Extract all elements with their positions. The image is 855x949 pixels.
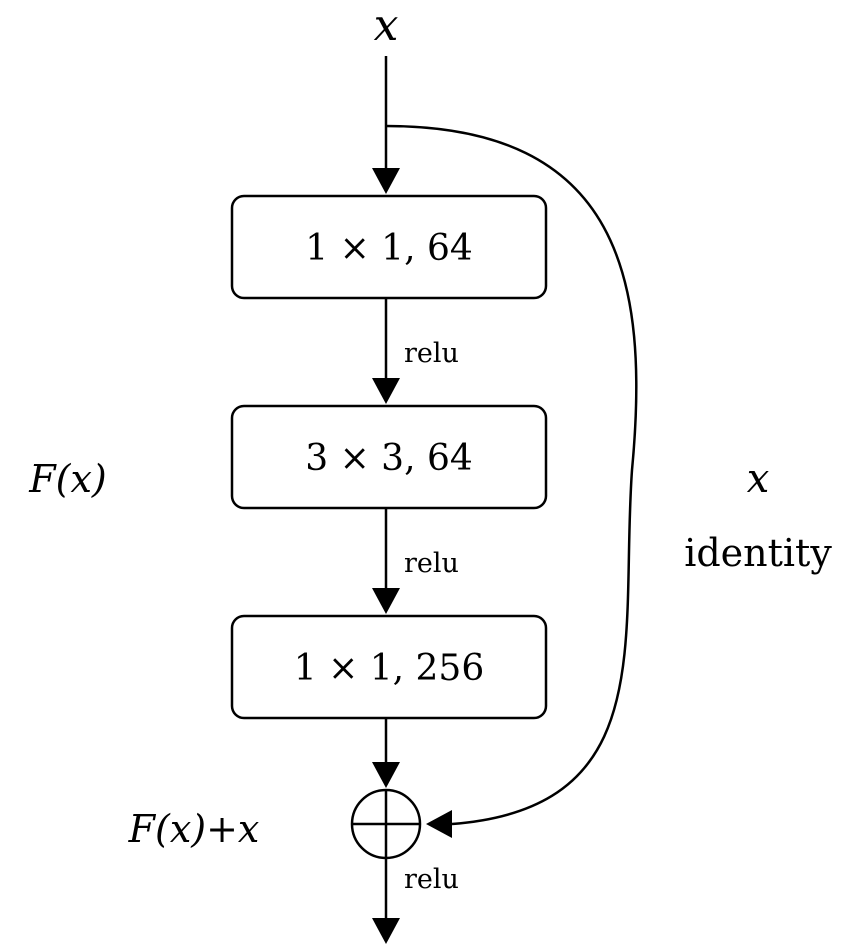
arrow-layer3-to-sum bbox=[372, 718, 400, 788]
arrow-layer2-to-layer3 bbox=[372, 508, 400, 614]
shortcut-identity-label: identity bbox=[684, 531, 832, 575]
residual-function-label: F(x) bbox=[28, 457, 106, 501]
activation-label-1: relu bbox=[404, 338, 459, 369]
arrow-layer1-to-layer2 bbox=[372, 298, 400, 404]
activation-label-3: relu bbox=[404, 864, 459, 895]
output-label: F(x)+x bbox=[128, 807, 260, 851]
layer-label-3: 1 × 1, 256 bbox=[294, 648, 484, 689]
activation-label-2: relu bbox=[404, 548, 459, 579]
input-arrow bbox=[372, 56, 400, 194]
shortcut-variable-label: x bbox=[747, 456, 770, 502]
layer-label-2: 3 × 3, 64 bbox=[305, 438, 473, 479]
input-label: x bbox=[374, 0, 399, 51]
layer-box-2 bbox=[230, 404, 548, 510]
sum-node-icon bbox=[350, 788, 422, 860]
layer-label-1: 1 × 1, 64 bbox=[305, 228, 473, 269]
layer-box-1 bbox=[230, 194, 548, 300]
output-arrow bbox=[372, 858, 400, 944]
identity-shortcut-arrow bbox=[385, 124, 638, 838]
layer-box-3 bbox=[230, 614, 548, 720]
